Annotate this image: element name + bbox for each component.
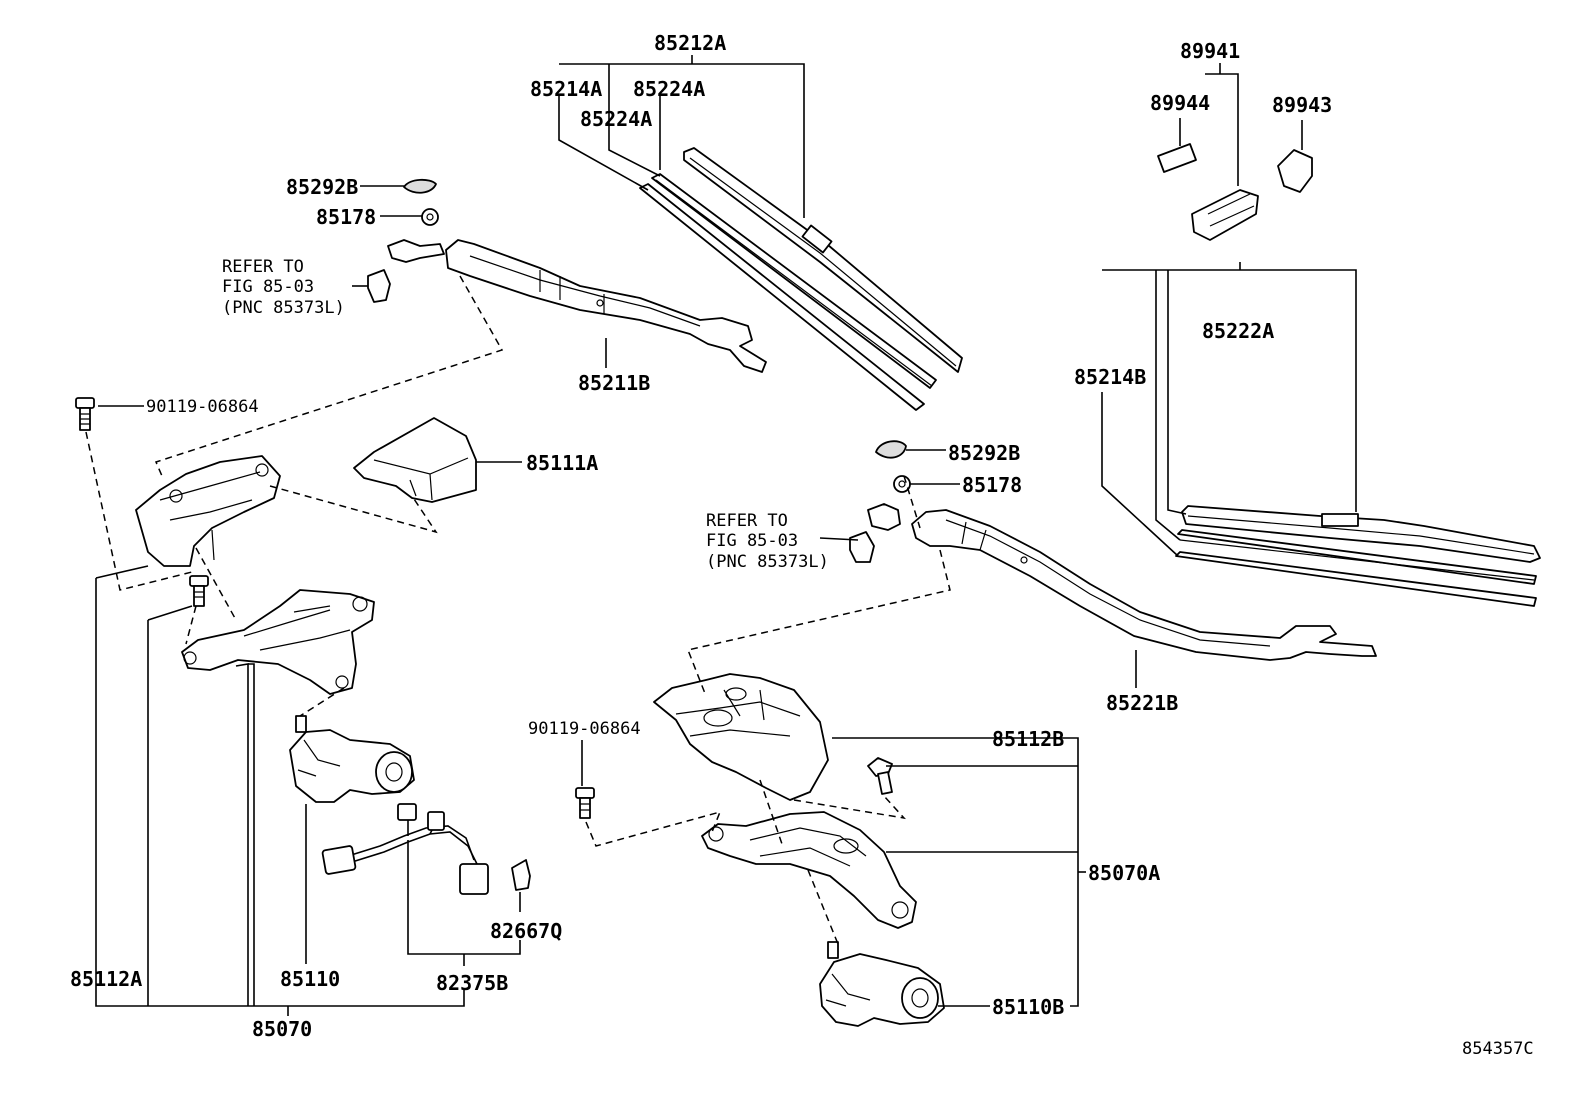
linkage-bracket-85112b[interactable] xyxy=(653,673,829,801)
linkage-bracket-85112a[interactable] xyxy=(135,455,281,567)
wiper-arm-right[interactable] xyxy=(911,509,1377,661)
refer-left-line3: (PNC 85373L) xyxy=(222,298,345,318)
refer-right-line1: REFER TO xyxy=(706,511,788,531)
label-85222a: 85222A xyxy=(1202,319,1274,343)
label-82667q: 82667Q xyxy=(490,919,562,943)
label-85292b-left: 85292B xyxy=(286,175,358,199)
wiper-motor-85110b[interactable] xyxy=(819,941,945,1027)
label-82375b: 82375B xyxy=(436,971,508,995)
part-89943[interactable] xyxy=(1277,149,1313,193)
label-85211b: 85211B xyxy=(578,371,650,395)
bolt-90119-right-a[interactable] xyxy=(575,787,595,819)
nut-85178-left[interactable] xyxy=(421,208,439,226)
refer-right-line3: (PNC 85373L) xyxy=(706,552,829,572)
wiper-motor-85110[interactable] xyxy=(289,715,415,803)
label-85070: 85070 xyxy=(252,1017,312,1041)
label-85110: 85110 xyxy=(280,967,340,991)
label-85178-right: 85178 xyxy=(962,473,1022,497)
part-89944[interactable] xyxy=(1157,143,1197,173)
bolt-90119-left-top[interactable] xyxy=(75,397,95,431)
refer-left-line1: REFER TO xyxy=(222,257,304,277)
label-85110b: 85110B xyxy=(992,995,1064,1019)
label-85112b: 85112B xyxy=(992,727,1064,751)
bolt-90119-left-mid[interactable] xyxy=(189,575,209,607)
label-85224a-top: 85224A xyxy=(633,77,705,101)
nozzle-connector-right[interactable] xyxy=(849,503,901,563)
wiper-blade-left[interactable] xyxy=(639,147,963,411)
refer-left-line2: FIG 85-03 xyxy=(222,277,314,297)
label-85070a: 85070A xyxy=(1088,861,1160,885)
label-85214b: 85214B xyxy=(1074,365,1146,389)
nozzle-connector-left[interactable] xyxy=(367,239,445,303)
cap-85292b-left[interactable] xyxy=(403,178,437,194)
linkage-cover-85111a[interactable] xyxy=(353,417,477,503)
part-89941[interactable] xyxy=(1191,189,1259,241)
label-89944: 89944 xyxy=(1150,91,1210,115)
label-85212a: 85212A xyxy=(654,31,726,55)
label-85111a: 85111A xyxy=(526,451,598,475)
figure-id: 854357C xyxy=(1462,1039,1534,1059)
refer-right-line2: FIG 85-03 xyxy=(706,531,798,551)
link-assembly-85070[interactable] xyxy=(181,589,375,695)
wiper-arm-left[interactable] xyxy=(445,239,767,373)
label-85224a-mid: 85224A xyxy=(580,107,652,131)
cap-85292b-right[interactable] xyxy=(875,440,907,459)
label-85214a: 85214A xyxy=(530,77,602,101)
label-85221b: 85221B xyxy=(1106,691,1178,715)
bolt-90119-right-b[interactable] xyxy=(867,757,893,795)
label-85178-left: 85178 xyxy=(316,205,376,229)
label-89941: 89941 xyxy=(1180,39,1240,63)
wire-harness-82375b[interactable] xyxy=(321,803,489,895)
clamp-82667q[interactable] xyxy=(511,859,531,891)
label-89943: 89943 xyxy=(1272,93,1332,117)
label-90119-left: 90119-06864 xyxy=(146,397,259,417)
label-85292b-right: 85292B xyxy=(948,441,1020,465)
label-85112a: 85112A xyxy=(70,967,142,991)
link-assembly-85070a[interactable] xyxy=(701,811,917,929)
wiper-blade-right[interactable] xyxy=(1175,505,1541,607)
label-90119-right: 90119-06864 xyxy=(528,719,641,739)
